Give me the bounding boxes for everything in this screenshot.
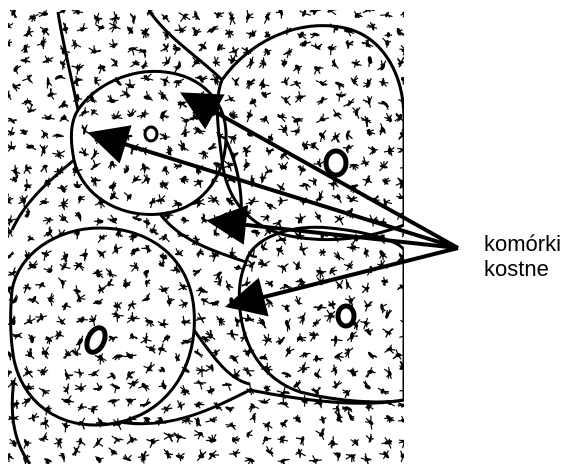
osteocyte-mark: [404, 263, 411, 270]
canal-right-bottom: [338, 306, 354, 326]
label-line-2: kostne: [484, 256, 549, 281]
label-line-1: komórki: [484, 231, 561, 256]
osteocyte-mark: [404, 296, 412, 306]
tissue-panel: [2, 4, 411, 464]
canal-top-left: [145, 127, 157, 141]
osteocyte-mark: [400, 451, 409, 462]
canal-right-top: [326, 151, 346, 175]
